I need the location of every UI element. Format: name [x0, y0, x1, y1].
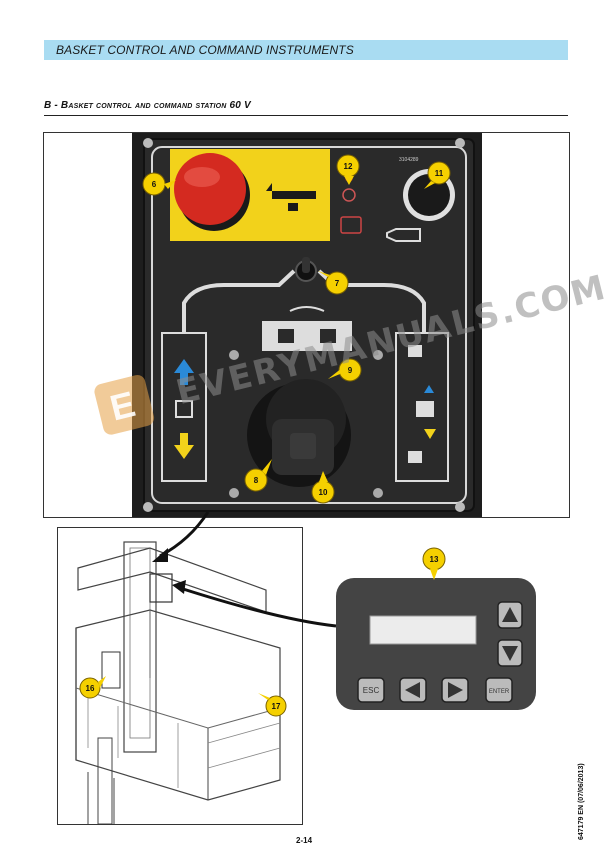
page-header-title: BASKET CONTROL AND COMMAND INSTRUMENTS: [56, 43, 354, 57]
callout-8: 8: [244, 459, 272, 492]
svg-text:12: 12: [344, 162, 353, 171]
lcd-control-box: ESC ENTER: [336, 578, 536, 710]
panel-code: 3104289: [399, 157, 419, 163]
svg-text:11: 11: [435, 169, 444, 178]
down-arrow-button[interactable]: [497, 639, 523, 667]
svg-text:13: 13: [430, 555, 439, 564]
svg-text:8: 8: [254, 476, 259, 485]
svg-text:7: 7: [335, 279, 340, 288]
page-number: 2-14: [296, 836, 313, 845]
svg-text:17: 17: [272, 702, 281, 711]
right-arrow-button[interactable]: [441, 677, 469, 703]
callout-7: 7: [318, 271, 349, 295]
callout-11: 11: [424, 161, 451, 189]
enter-button[interactable]: ENTER: [485, 677, 513, 703]
lcd-control-illustration: ESC ENTER: [336, 578, 536, 710]
lcd-screen: [369, 615, 477, 645]
document-code: 647179 EN (07/06/2013): [578, 763, 585, 840]
header-bar: [44, 40, 568, 60]
callout-10: 10: [311, 471, 335, 504]
callout-12: 12: [336, 154, 360, 185]
control-panel-illustration: 3104289 6: [44, 133, 569, 517]
callout-17: 17: [258, 693, 287, 717]
callout-9: 9: [328, 358, 362, 382]
svg-text:ENTER: ENTER: [489, 689, 510, 695]
svg-text:16: 16: [86, 684, 95, 693]
watermark-logo: E: [92, 373, 156, 437]
up-arrow-button[interactable]: [497, 601, 523, 629]
callout-6: 6: [142, 172, 176, 196]
svg-text:10: 10: [319, 488, 328, 497]
basket-illustration: 16 17: [75, 541, 287, 825]
callout-16: 16: [79, 676, 106, 699]
svg-text:9: 9: [348, 366, 353, 375]
callout-13: 13: [422, 547, 446, 580]
control-panel-photo: 3104289 6: [43, 132, 570, 518]
esc-button[interactable]: ESC: [357, 677, 385, 703]
svg-text:6: 6: [152, 180, 157, 189]
section-title: B - Basket control and command station 6…: [44, 100, 251, 111]
basket-drawing-frame: 16 17: [57, 527, 303, 825]
svg-text:ESC: ESC: [363, 686, 380, 695]
left-arrow-button[interactable]: [399, 677, 427, 703]
section-rule: [44, 115, 568, 116]
